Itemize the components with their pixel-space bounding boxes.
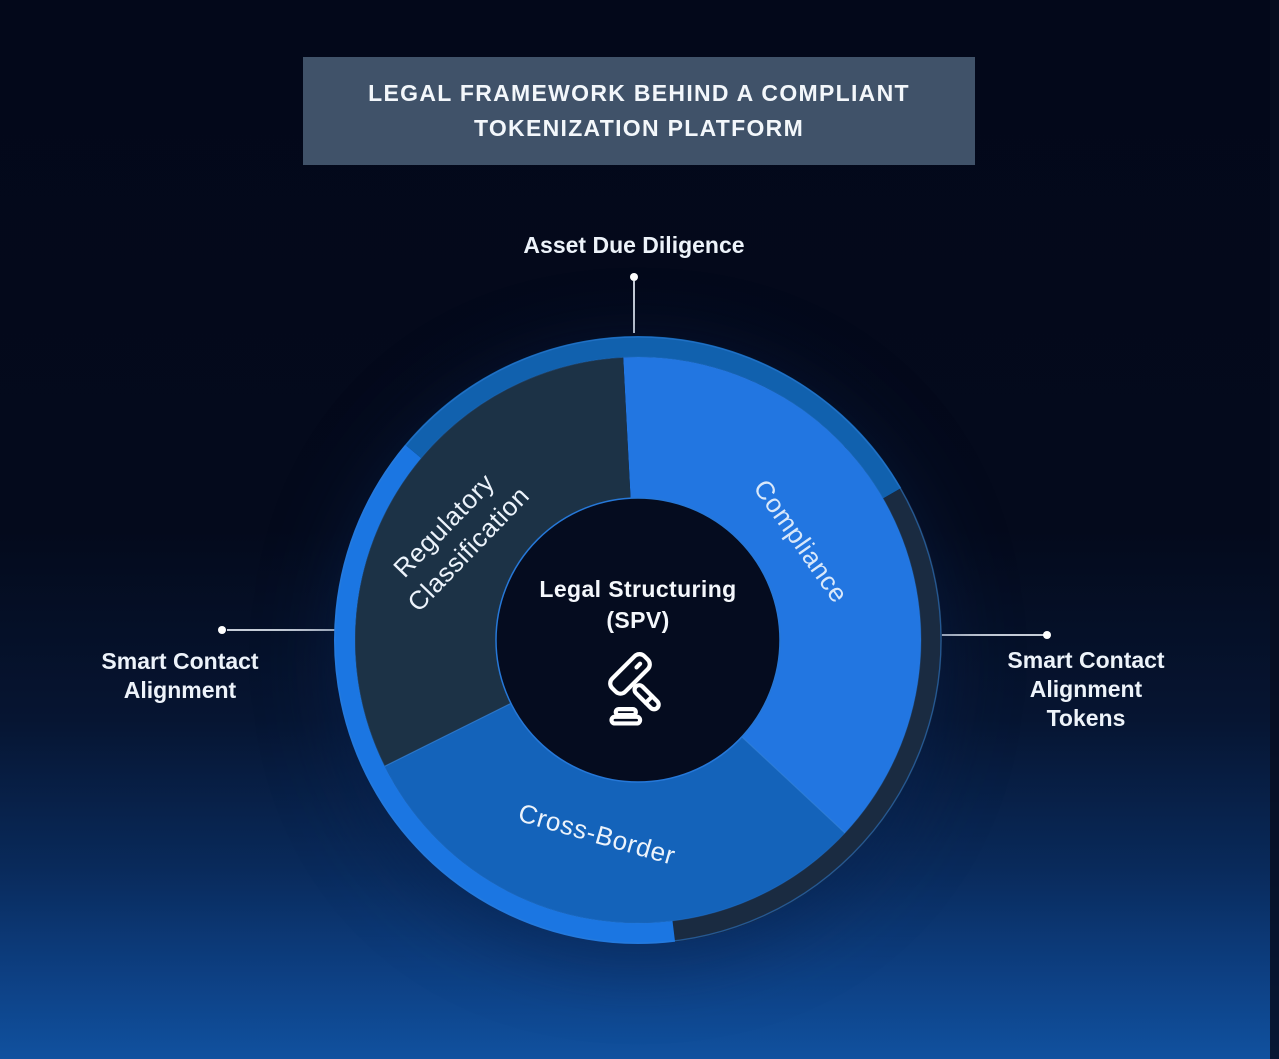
callout-text: Alignment (1029, 676, 1143, 702)
donut-center: Legal Structuring (SPV) (539, 574, 736, 731)
segment-regulatory-classification (355, 357, 633, 767)
callout-text: Tokens (1046, 705, 1126, 731)
segment-compliance (623, 357, 921, 833)
ring-inner-hairline (354, 356, 922, 924)
center-title-line: Legal Structuring (539, 576, 737, 602)
segment-cross-border (384, 701, 845, 923)
rim-outer-hairline (334, 336, 942, 944)
leader-line-right (941, 634, 1045, 636)
donut-hole (495, 497, 781, 783)
leader-dot-right (1043, 631, 1051, 639)
background-edge-strip (1270, 0, 1279, 1059)
callout-smart-contact-alignment: Smart Contact Alignment (101, 647, 258, 705)
center-title-line: (SPV) (606, 607, 670, 633)
segment-divider-cross-border (741, 736, 846, 834)
title-line-1: LEGAL FRAMEWORK BEHIND A COMPLIANT (368, 80, 910, 106)
rim-arc-right (672, 488, 942, 942)
title-banner: LEGAL FRAMEWORK BEHIND A COMPLIANT TOKEN… (303, 57, 975, 165)
leader-dot-top (630, 273, 638, 281)
callout-text: Asset Due Diligence (523, 232, 745, 258)
gavel-icon (539, 647, 736, 731)
rim-arc-left (334, 444, 676, 944)
segment-divider-regulatory-classification (384, 702, 512, 767)
callout-text: Alignment (123, 677, 237, 703)
callout-asset-due-diligence: Asset Due Diligence (523, 231, 744, 260)
leader-dot-left (218, 626, 226, 634)
rim-arc-top (405, 336, 902, 499)
leader-line-left (227, 629, 335, 631)
callout-text: Smart Contact (101, 648, 259, 674)
leader-line-top (633, 281, 635, 333)
callout-text: Smart Contact (1007, 647, 1165, 673)
title-line-2: TOKENIZATION PLATFORM (473, 115, 805, 141)
callout-smart-contact-alignment-tokens: Smart Contact Alignment Tokens (1007, 646, 1164, 733)
donut-chart (334, 336, 942, 944)
